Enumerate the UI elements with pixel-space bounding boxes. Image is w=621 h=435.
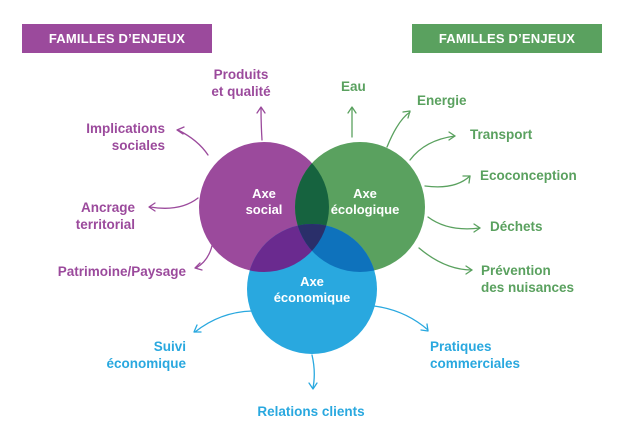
issue-ancrage: Ancrage territorial: [40, 199, 135, 233]
social-axis-line-2: social: [245, 202, 283, 217]
social-families-badge: FAMILLES D’ENJEUX: [22, 24, 212, 53]
ecological-axis-label: Axe écologique: [320, 186, 410, 218]
arrow-implications: [177, 129, 209, 156]
issue-implications-line-2: sociales: [111, 138, 165, 153]
ecological-families-badge: FAMILLES D’ENJEUX: [412, 24, 602, 53]
issue-energie: Energie: [417, 93, 467, 108]
overlap-social-economic: [247, 224, 329, 272]
arrow-transport: [409, 135, 456, 161]
issue-suivi-line-2: économique: [106, 356, 186, 371]
economic-axis-line-1: Axe: [300, 274, 324, 289]
ecological-axis-line-2: écologique: [330, 202, 400, 217]
issue-pratiques-line-2: commerciales: [430, 356, 521, 371]
issue-suivi: Suivi économique: [60, 338, 186, 372]
issue-patrimoine: Patrimoine/Paysage: [57, 264, 186, 279]
issue-transport: Transport: [470, 127, 533, 142]
economic-axis-line-2: économique: [273, 290, 351, 305]
ecological-axis-line-1: Axe: [353, 186, 377, 201]
issue-prevention-line-2: des nuisances: [481, 280, 575, 295]
arrow-suivi: [194, 310, 253, 333]
issue-suivi-line-1: Suivi: [153, 339, 186, 354]
issue-produits-line-2: et qualité: [211, 84, 271, 99]
overlap-ecological-economic: [295, 224, 377, 272]
issue-ancrage-line-2: territorial: [75, 217, 135, 232]
issue-ecoconception: Ecoconception: [480, 168, 577, 183]
arrow-dechets: [427, 216, 481, 230]
economic-axis-label: Axe économique: [267, 274, 357, 306]
issue-prevention: Prévention des nuisances: [481, 262, 574, 296]
arrow-produits: [260, 107, 263, 141]
issue-dechets: Déchets: [490, 219, 543, 234]
issue-eau: Eau: [341, 79, 366, 94]
issue-prevention-line-1: Prévention: [481, 263, 551, 278]
arrow-energie: [386, 111, 411, 148]
arrow-pratiques: [373, 305, 429, 331]
arrow-relations: [311, 354, 315, 389]
issue-pratiques: Pratiques commerciales: [430, 338, 520, 372]
arrow-ecoconception: [424, 175, 471, 188]
arrow-patrimoine: [195, 240, 214, 269]
social-axis-label: Axe social: [229, 186, 299, 218]
issue-pratiques-line-1: Pratiques: [430, 339, 492, 354]
issue-implications-line-1: Implications: [86, 121, 165, 136]
issue-implications: Implications sociales: [50, 120, 165, 154]
social-axis-line-1: Axe: [252, 186, 276, 201]
arrow-ancrage: [149, 197, 199, 209]
issue-relations: Relations clients: [257, 404, 365, 419]
issue-produits: Produits et qualité: [196, 66, 286, 100]
arrow-prevention: [418, 247, 473, 271]
issue-produits-line-1: Produits: [213, 67, 269, 82]
issue-ancrage-line-1: Ancrage: [80, 200, 135, 215]
